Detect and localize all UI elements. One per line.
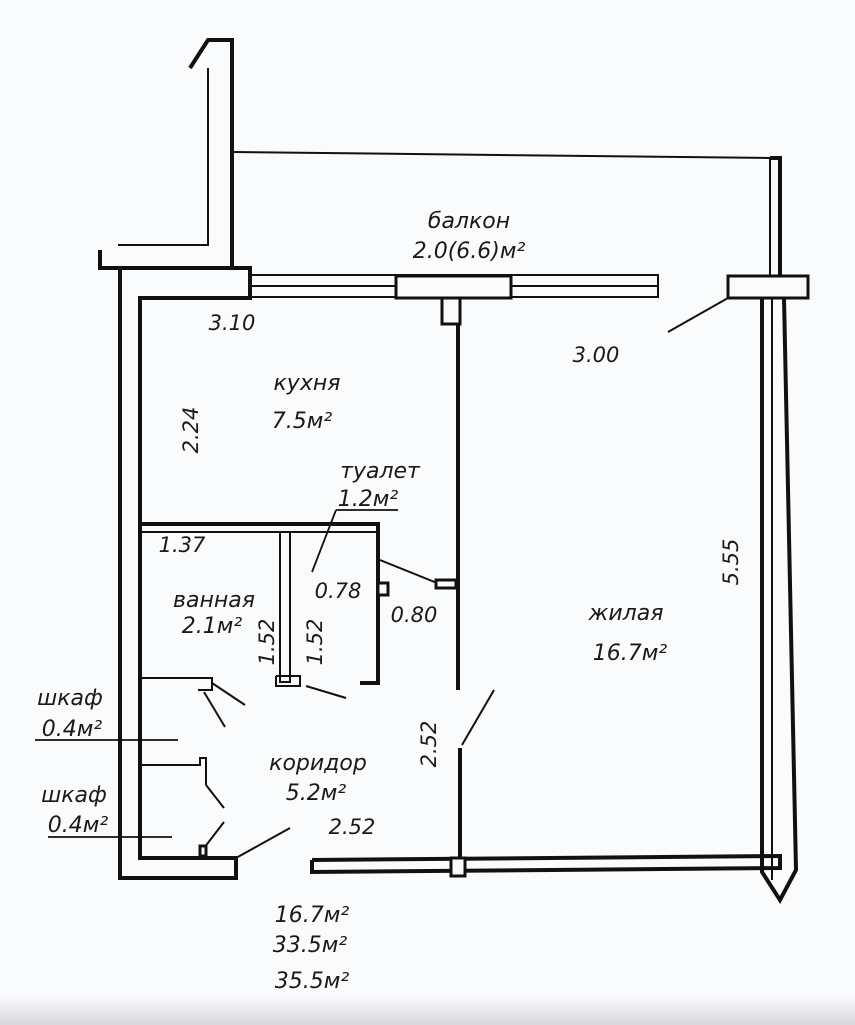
bath-toilet-wall [279, 532, 291, 683]
right-wall-head [726, 274, 810, 300]
closet2-name: шкаф [41, 783, 107, 808]
toilet-height-dim: 1.52 [303, 619, 327, 666]
toilet-door-dim: 0.80 [391, 603, 438, 627]
living-width-dim: 3.00 [573, 343, 620, 367]
living-area: 16.7м² [593, 641, 668, 666]
living-depth-dim: 5.55 [719, 539, 743, 586]
corridor-name: коридор [269, 751, 367, 776]
corridor-width-dim: 2.52 [329, 815, 376, 839]
partition-head [440, 296, 462, 326]
toilet-bottom-wall [275, 675, 301, 687]
window-pier [394, 274, 513, 300]
toilet-name: туалет [340, 459, 421, 484]
outer-wall-left [118, 266, 252, 880]
living-name: жилая [588, 601, 664, 626]
bath-height-dim: 1.52 [255, 619, 279, 666]
bath-width-dim: 1.37 [159, 533, 206, 557]
closet1-area: 0.4м² [42, 717, 103, 742]
partition-base [449, 856, 467, 878]
closet1-door-lower [203, 691, 226, 728]
bathroom-name: ванная [173, 588, 255, 613]
closet2-door-stop [198, 844, 208, 858]
total-living-area: 16.7м² [275, 903, 350, 928]
balcony-left-wall [98, 38, 234, 270]
closet2-door-lower [203, 821, 225, 849]
closet2-area: 0.4м² [48, 813, 109, 838]
toilet-door-jamb [376, 581, 390, 597]
closet-top-wall [142, 677, 213, 691]
outer-wall-bottom [310, 853, 782, 875]
total-area: 33.5м² [273, 933, 348, 958]
balcony-rail [231, 151, 771, 159]
toilet-door-leaf [379, 559, 443, 586]
kitchen-area: 7.5м² [272, 409, 333, 434]
balcony-right-post [770, 156, 782, 275]
bathroom-area: 2.1м² [182, 614, 243, 639]
toilet-door-stop [434, 578, 458, 590]
kitchen-name: кухня [274, 371, 341, 396]
bath-door-leaf [305, 685, 347, 699]
living-door-leaf [667, 297, 729, 333]
entry-door-leaf [235, 827, 291, 859]
outer-wall-right [760, 297, 799, 904]
kitchen-width-dim: 3.10 [209, 311, 256, 335]
kitchen-depth-dim: 2.24 [179, 407, 203, 454]
balcony-left-wall-inner [118, 68, 209, 246]
toilet-area: 1.2м² [338, 487, 399, 512]
closet1-door-upper [211, 682, 246, 706]
corridor-area: 5.2м² [286, 781, 347, 806]
balcony-area: 2.0(6.6)м² [413, 239, 526, 264]
balcony-name: балкон [428, 209, 510, 234]
closet1-name: шкаф [37, 686, 103, 711]
closet-divider [142, 757, 207, 785]
closet2-door-upper [205, 784, 225, 809]
bottom-shadow [0, 995, 855, 1025]
corridor-living-door-leaf [461, 689, 495, 746]
toilet-width-dim: 0.78 [315, 579, 362, 603]
corridor-height-dim: 2.52 [417, 721, 441, 768]
total-with-balcony: 35.5м² [275, 969, 350, 994]
toilet-leader [311, 509, 337, 573]
